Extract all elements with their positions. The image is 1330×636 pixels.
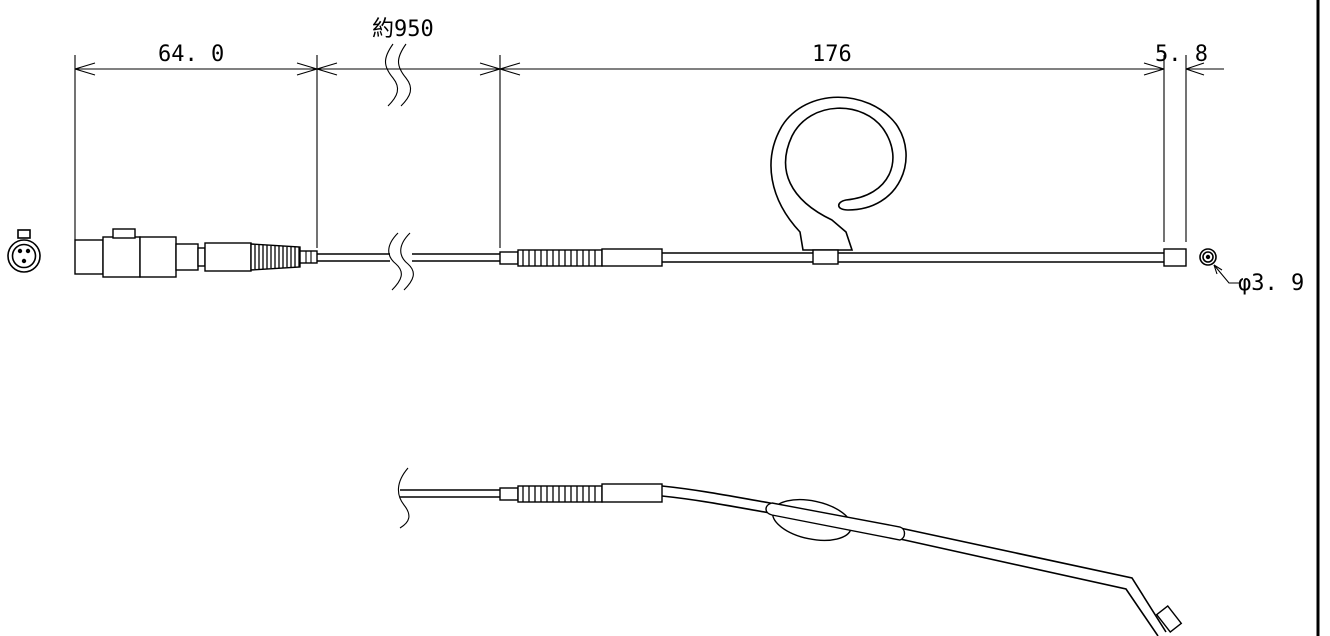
boom-strain-relief [499, 248, 663, 267]
dimension-plug-length: 64. 0 [158, 42, 224, 67]
capsule-end-view [1199, 248, 1240, 284]
connector-end-view [7, 229, 41, 273]
dimension-labels: 64. 0 約950 176 5. 8 φ3. 9 [158, 17, 1304, 296]
ear-hook [770, 96, 907, 265]
dimension-lines [74, 43, 1224, 248]
side-view [397, 467, 1183, 636]
dimension-capsule-length: 5. 8 [1155, 42, 1208, 67]
mini-xlr-plug [74, 228, 318, 278]
dimension-boom-length: 176 [812, 42, 852, 67]
capsule-top [1163, 248, 1187, 267]
cable-top [317, 232, 500, 291]
boom-arm-top [662, 252, 1164, 263]
dimension-capsule-diameter: φ3. 9 [1238, 271, 1304, 296]
dimension-cable-length: 約950 [372, 17, 434, 42]
